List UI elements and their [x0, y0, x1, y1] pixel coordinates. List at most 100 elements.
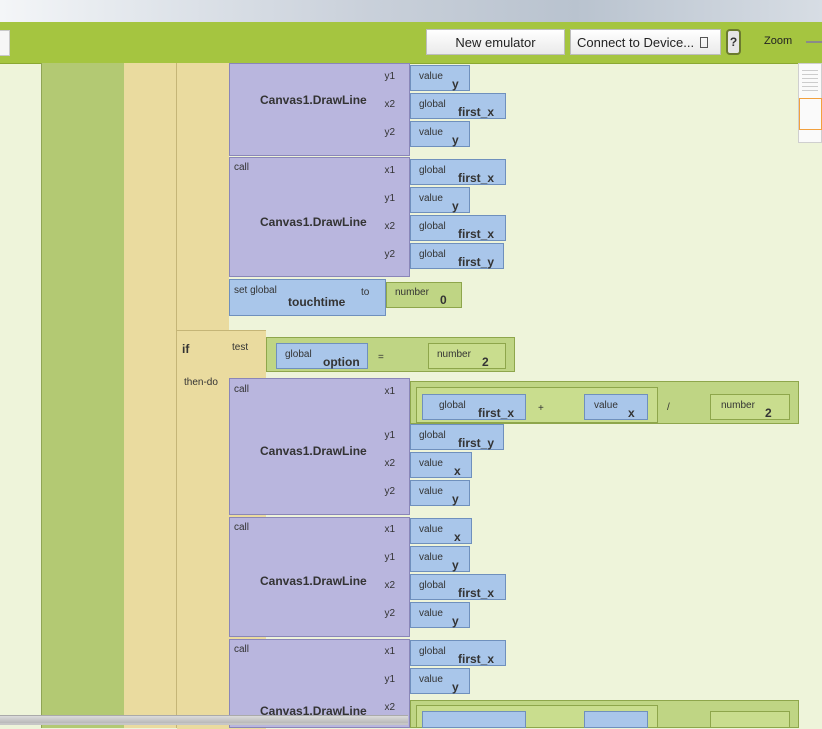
var-y: y [452, 77, 459, 91]
param-x1: x1 [384, 386, 395, 397]
value-y-block[interactable] [410, 480, 470, 506]
drawline-block-1[interactable] [229, 63, 410, 156]
value-label: value [419, 193, 443, 204]
help-button[interactable]: ? [726, 29, 741, 55]
param-y1: y1 [384, 674, 395, 685]
param-y1: y1 [384, 193, 395, 204]
param-x1: x1 [384, 524, 395, 535]
connect-label: Connect to Device... [577, 34, 695, 50]
param-y2: y2 [384, 127, 395, 138]
var-x: x [628, 406, 635, 420]
global-first-y-block[interactable] [410, 243, 504, 269]
param-y1: y1 [384, 71, 395, 82]
var-y: y [452, 199, 459, 213]
global-label: global [285, 349, 312, 360]
var-first-x: first_x [458, 171, 495, 185]
zoom-slider[interactable] [806, 41, 822, 43]
number-2-block[interactable] [710, 394, 790, 420]
value-y-block[interactable] [410, 668, 470, 694]
connect-to-device-dropdown[interactable]: Connect to Device... [570, 29, 721, 55]
value-label: value [419, 608, 443, 619]
call-label: call [234, 522, 250, 533]
zoom-label: Zoom [764, 35, 793, 47]
value-x-block[interactable] [410, 518, 472, 544]
number-2-value: 2 [482, 355, 489, 369]
var-y: y [452, 680, 459, 694]
minimap-content [802, 70, 818, 92]
param-x2: x2 [384, 702, 395, 713]
value-x-block[interactable] [584, 394, 648, 420]
value-y-block[interactable] [410, 65, 470, 91]
var-option: option [323, 355, 360, 369]
number-0-block[interactable] [386, 282, 462, 308]
set-global-touchtime-block[interactable] [229, 279, 386, 316]
number-label: number [721, 400, 755, 411]
value-y-block[interactable] [410, 546, 470, 572]
value-label: value [419, 486, 443, 497]
value-y-block[interactable] [410, 121, 470, 147]
call-label: call [234, 384, 250, 395]
param-y1: y1 [384, 552, 395, 563]
number-2-block[interactable] [428, 343, 506, 369]
value-y-block[interactable] [410, 187, 470, 213]
global-label: global [419, 221, 446, 232]
drawline-block-5[interactable] [229, 639, 410, 728]
dropdown-icon [700, 37, 708, 48]
number-label: number [437, 349, 471, 360]
global-first-x-block[interactable] [410, 574, 506, 600]
global-first-x-block[interactable] [422, 711, 526, 728]
toolbar-left-button[interactable] [0, 30, 10, 56]
number-label: number [395, 287, 429, 298]
global-first-x-block[interactable] [422, 394, 526, 420]
global-label: global [439, 400, 466, 411]
value-x-block[interactable] [584, 711, 648, 728]
global-first-x-block[interactable] [410, 215, 506, 241]
browser-top-strip [0, 0, 822, 22]
var-y: y [452, 492, 459, 506]
var-first-x: first_x [458, 227, 495, 241]
divide-operator: / [667, 402, 670, 413]
global-first-x-block[interactable] [410, 640, 506, 666]
drawline-title: Canvas1.DrawLine [260, 444, 367, 458]
var-first-y: first_y [458, 255, 495, 269]
number-block[interactable] [710, 711, 790, 728]
new-emulator-button[interactable]: New emulator [426, 29, 565, 55]
drawline-title: Canvas1.DrawLine [260, 215, 367, 229]
var-first-x: first_x [458, 652, 495, 666]
value-label: value [419, 674, 443, 685]
var-first-y: first_y [458, 436, 495, 450]
global-first-y-block[interactable] [410, 424, 504, 450]
param-y1: y1 [384, 430, 395, 441]
param-x2: x2 [384, 221, 395, 232]
control-block-outer[interactable] [124, 63, 177, 728]
value-label: value [419, 71, 443, 82]
global-option-block[interactable] [276, 343, 368, 369]
value-label: value [419, 127, 443, 138]
event-block-body[interactable] [41, 63, 126, 728]
param-x2: x2 [384, 580, 395, 591]
drawline-block-3[interactable] [229, 378, 410, 515]
var-y: y [452, 614, 459, 628]
number-0-value: 0 [440, 293, 447, 307]
param-x2: x2 [384, 99, 395, 110]
minimap-viewport[interactable] [799, 98, 822, 130]
value-x-block[interactable] [410, 452, 472, 478]
value-label: value [419, 552, 443, 563]
global-label: global [419, 430, 446, 441]
value-y-block[interactable] [410, 602, 470, 628]
var-first-x: first_x [458, 105, 495, 119]
drawline-block-2[interactable] [229, 157, 410, 277]
test-label: test [232, 342, 249, 353]
plus-operator: + [538, 403, 544, 414]
to-label: to [361, 287, 370, 298]
then-do-label: then-do [184, 377, 218, 388]
value-label: value [594, 400, 618, 411]
global-label: global [419, 249, 446, 260]
scrollbar-thumb[interactable] [0, 716, 408, 723]
drawline-block-4[interactable] [229, 517, 410, 637]
var-touchtime: touchtime [288, 295, 346, 309]
drawline-title: Canvas1.DrawLine [260, 93, 367, 107]
global-first-x-block[interactable] [410, 93, 506, 119]
call-label: call [234, 162, 250, 173]
global-first-x-block[interactable] [410, 159, 506, 185]
